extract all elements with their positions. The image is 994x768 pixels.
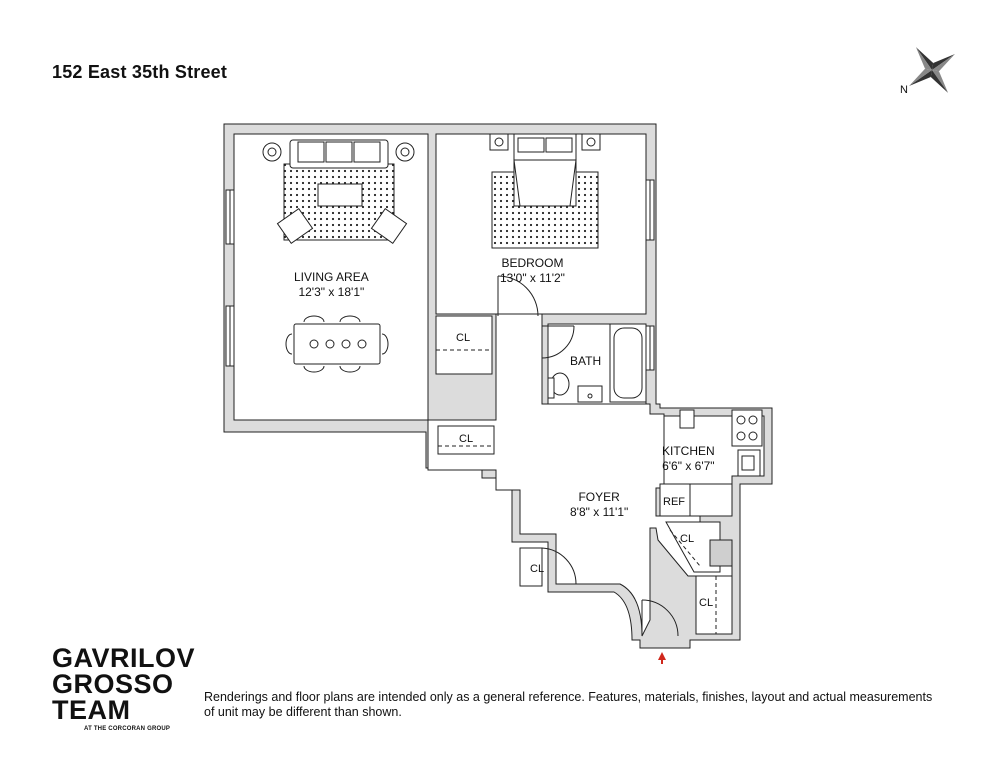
stove-icon: [731, 409, 763, 447]
compass-rose-icon: [909, 47, 955, 93]
compass-north-label: N: [900, 84, 908, 96]
entry-arrow-icon: [658, 652, 666, 664]
closet-label-foyer-lower: CL: [699, 597, 714, 609]
brand-line-3: TEAM: [52, 695, 131, 725]
living-area-label: LIVING AREA 12'3" x 18'1": [294, 270, 369, 300]
closet-label-foyer-left: CL: [530, 563, 545, 575]
kitchen-dims: 6'6" x 6'7": [662, 459, 715, 473]
windows: [225, 179, 655, 371]
bathtub-icon: [609, 323, 647, 403]
foyer-closet-left: [519, 547, 577, 587]
foyer-label: FOYER 8'8" x 11'1": [570, 490, 628, 520]
bedroom-dims: 13'0" x 11'2": [500, 271, 565, 285]
brand-subtitle: AT THE CORCORAN GROUP: [84, 726, 171, 732]
refrigerator-label: REF: [663, 496, 685, 508]
kitchen-label: KITCHEN 6'6" x 6'7": [662, 444, 715, 474]
closet-label-foyer-upper: CL: [680, 533, 695, 545]
address-title: 152 East 35th Street: [52, 62, 228, 82]
armchair-icon: [276, 208, 408, 244]
bath-name: BATH: [570, 354, 602, 368]
bedroom-closet: [435, 315, 493, 375]
kitchen-counter: [659, 409, 733, 517]
living-area-dims: 12'3" x 18'1": [298, 285, 365, 299]
living-area-name: LIVING AREA: [294, 270, 369, 284]
toilet-icon: [547, 372, 570, 399]
foyer-closet-upper: [665, 521, 733, 573]
disclaimer-text: Renderings and floor plans are intended …: [204, 690, 933, 719]
closet-label-bedroom: CL: [456, 332, 471, 344]
sofa-icon: [262, 139, 415, 169]
dining-table-icon: [285, 315, 389, 373]
kitchen-name: KITCHEN: [662, 444, 715, 458]
foyer-dims: 8'8" x 11'1": [570, 505, 629, 519]
brand-logo: GAVRILOV GROSSO TEAM: [52, 643, 196, 725]
sink-icon: [577, 385, 603, 403]
bath-label: BATH: [570, 354, 601, 369]
foyer-closet-lower: [695, 575, 733, 635]
kitchen-sink-icon: [737, 449, 761, 477]
bed-icon: [489, 133, 601, 207]
bedroom-label: BEDROOM 13'0" x 11'2": [500, 256, 565, 286]
bath-door: [541, 325, 575, 359]
closet-label-living: CL: [459, 433, 474, 445]
living-closet: [437, 425, 495, 455]
bedroom-door: [497, 275, 539, 317]
brand-line-1: GAVRILOV: [52, 643, 196, 673]
entry-door: [641, 599, 679, 637]
bedroom-name: BEDROOM: [501, 256, 564, 270]
brand-line-2: GROSSO: [52, 669, 174, 699]
foyer-name: FOYER: [578, 490, 620, 504]
